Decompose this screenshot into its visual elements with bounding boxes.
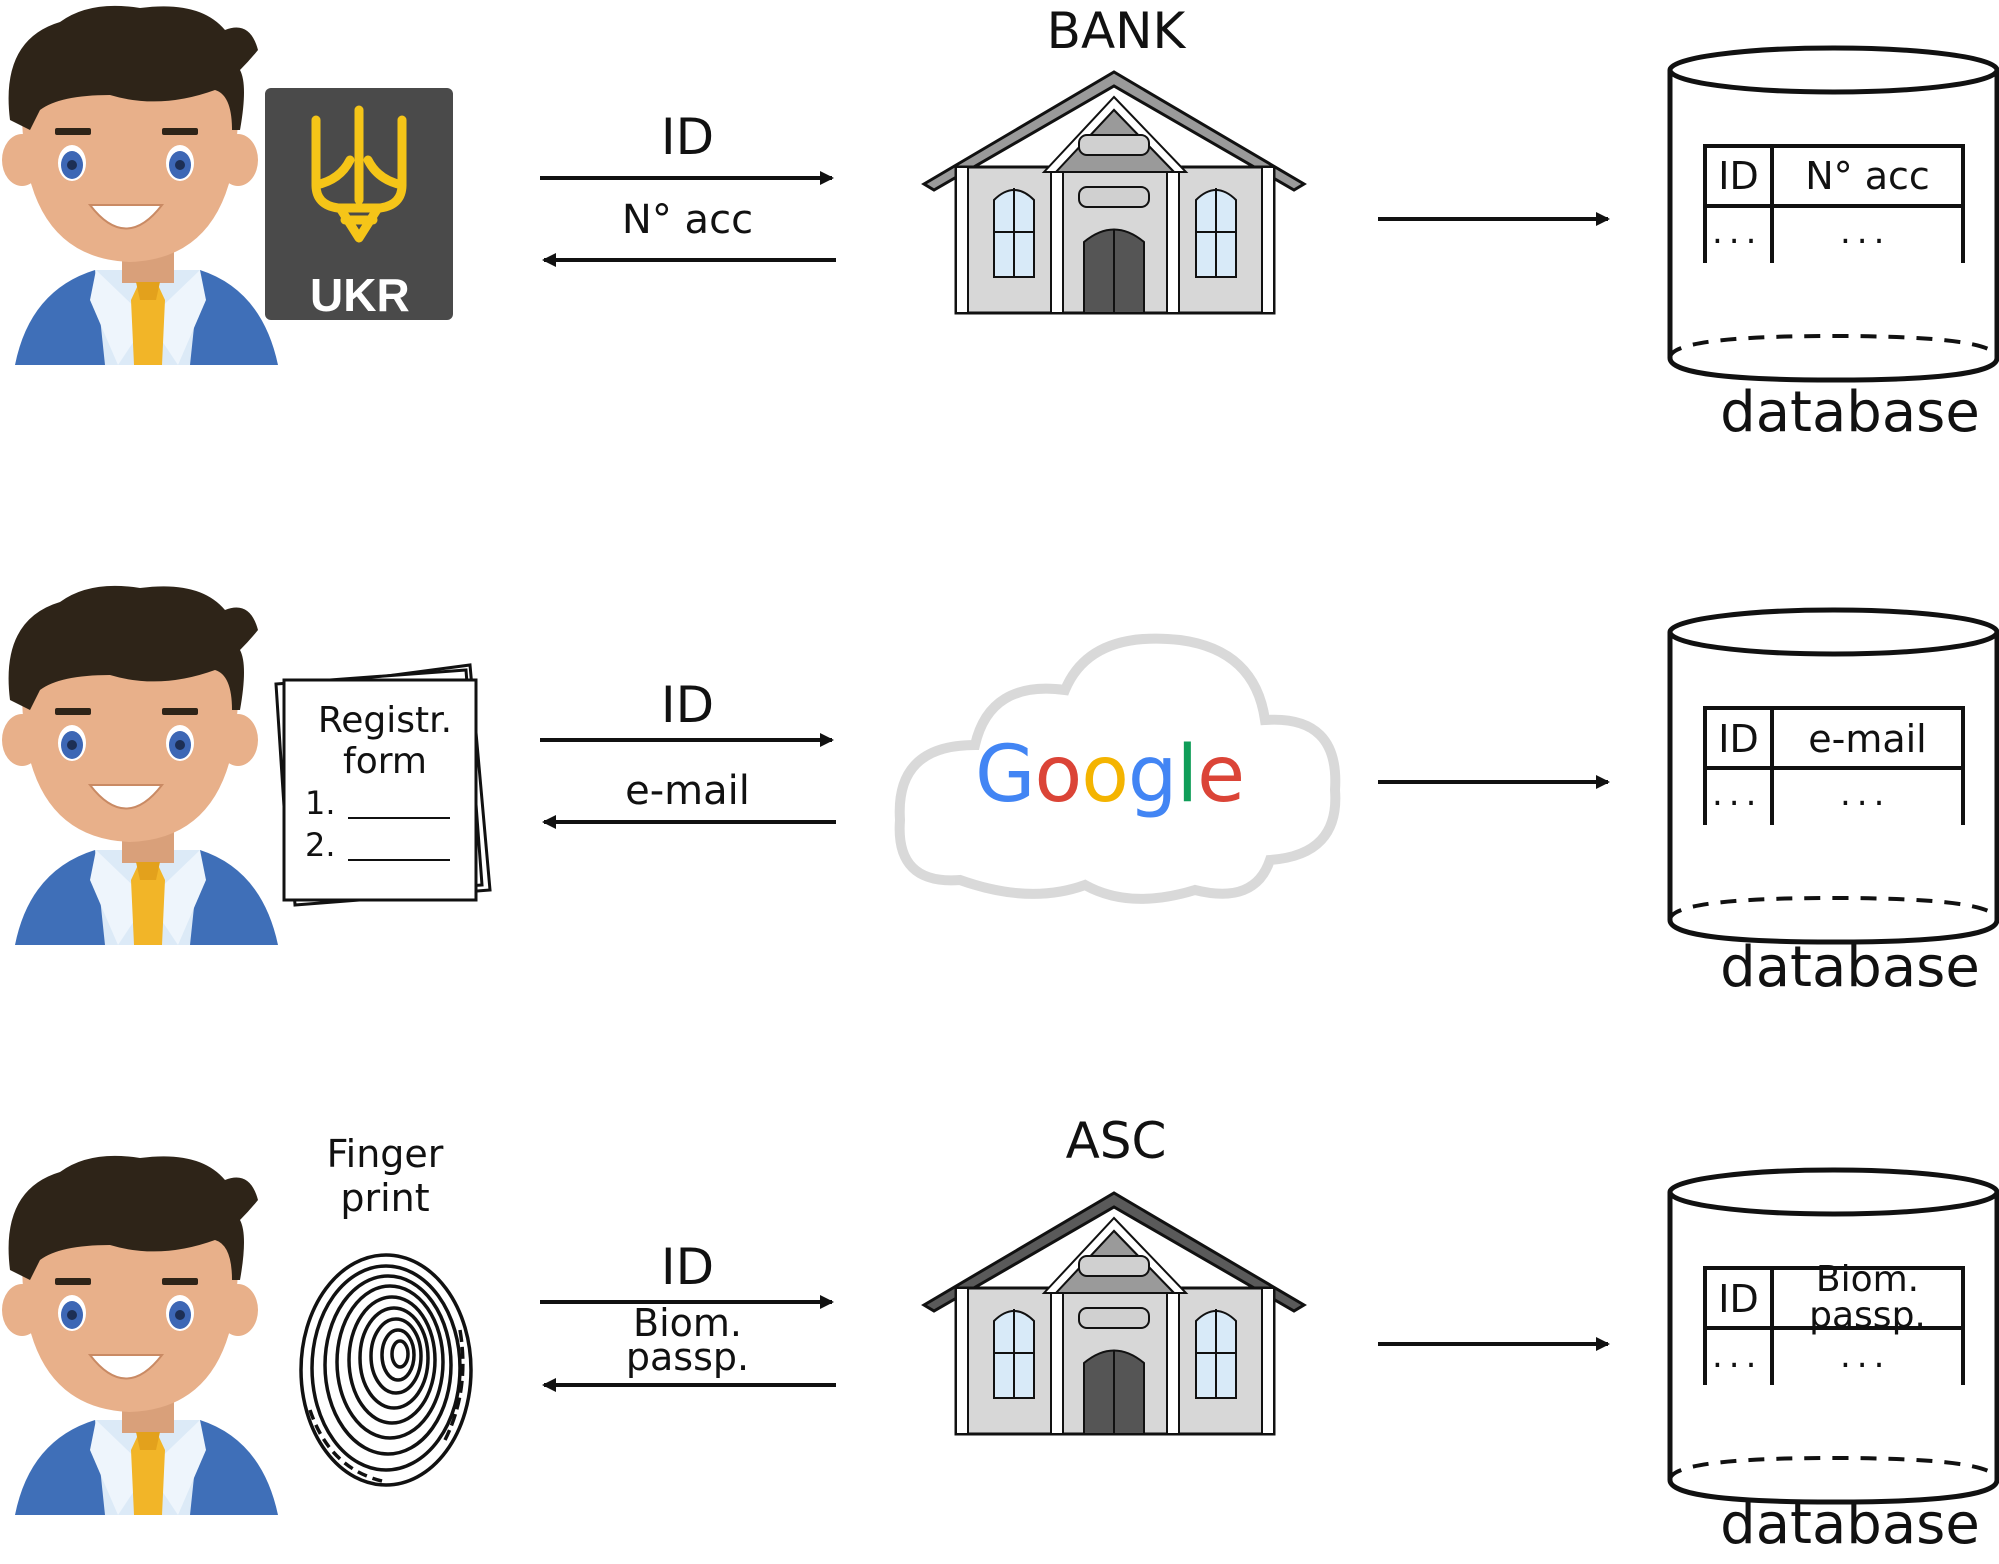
google-logo: Google xyxy=(975,730,1245,820)
db-col1-2: ID xyxy=(1718,717,1759,761)
passport-label: UKR xyxy=(310,269,410,321)
db-col2-1: N° acc xyxy=(1805,154,1930,198)
db-dots2-3: ... xyxy=(1840,1336,1891,1376)
db-dots1-2: ... xyxy=(1712,774,1763,814)
database-label-3: database xyxy=(1720,1492,1980,1557)
form-title-line1: Registr. xyxy=(317,700,453,741)
asc-building-icon xyxy=(922,1191,1306,1436)
db-col2-3-line2: passp. xyxy=(1809,1295,1926,1336)
person-avatar-2 xyxy=(1,584,279,946)
cloud-icon xyxy=(894,633,1341,904)
form-line-1: 1. xyxy=(305,784,336,822)
fingerprint-label-line1: Finger xyxy=(326,1132,444,1176)
db-dots1-1: ... xyxy=(1712,212,1763,252)
arrow-out-label-3: ID xyxy=(660,1238,715,1296)
db-col2-3: Biom. passp. xyxy=(1772,1262,1963,1334)
passport-icon xyxy=(265,88,453,320)
db-dots1-3: ... xyxy=(1712,1336,1763,1376)
fingerprint-icon xyxy=(299,1253,473,1487)
form-title: Registr. form xyxy=(300,700,470,782)
registration-form-icon xyxy=(274,663,492,907)
database-label-1: database xyxy=(1720,380,1980,445)
institution-label-1: BANK xyxy=(1046,2,1186,60)
person-avatar-3 xyxy=(1,1154,279,1516)
form-line-2: 2. xyxy=(305,826,336,864)
db-col2-2: e-mail xyxy=(1808,717,1927,761)
fingerprint-label: Finger print xyxy=(300,1132,470,1220)
arrow-out-label-2: ID xyxy=(660,676,715,734)
arrow-in-label-3-line1: Biom. xyxy=(633,1301,742,1345)
db-dots2-2: ... xyxy=(1840,774,1891,814)
db-col2-3-line1: Biom. xyxy=(1815,1259,1920,1300)
arrow-in-label-2: e-mail xyxy=(625,768,750,814)
db-col1-3: ID xyxy=(1718,1277,1759,1321)
database-label-2: database xyxy=(1720,935,1980,1000)
arrow-in-label-1: N° acc xyxy=(621,197,754,243)
form-title-line2: form xyxy=(343,741,427,782)
fingerprint-label-line2: print xyxy=(340,1176,430,1220)
bank-building-icon xyxy=(922,70,1306,315)
institution-label-3: ASC xyxy=(1065,1112,1167,1170)
arrow-in-label-3-line2: passp. xyxy=(625,1335,750,1379)
arrow-in-label-3: Biom. passp. xyxy=(600,1301,775,1379)
db-col1-1: ID xyxy=(1718,154,1759,198)
arrow-out-label-1: ID xyxy=(660,108,715,166)
db-dots2-1: ... xyxy=(1840,212,1891,252)
person-avatar-1 xyxy=(1,4,279,366)
